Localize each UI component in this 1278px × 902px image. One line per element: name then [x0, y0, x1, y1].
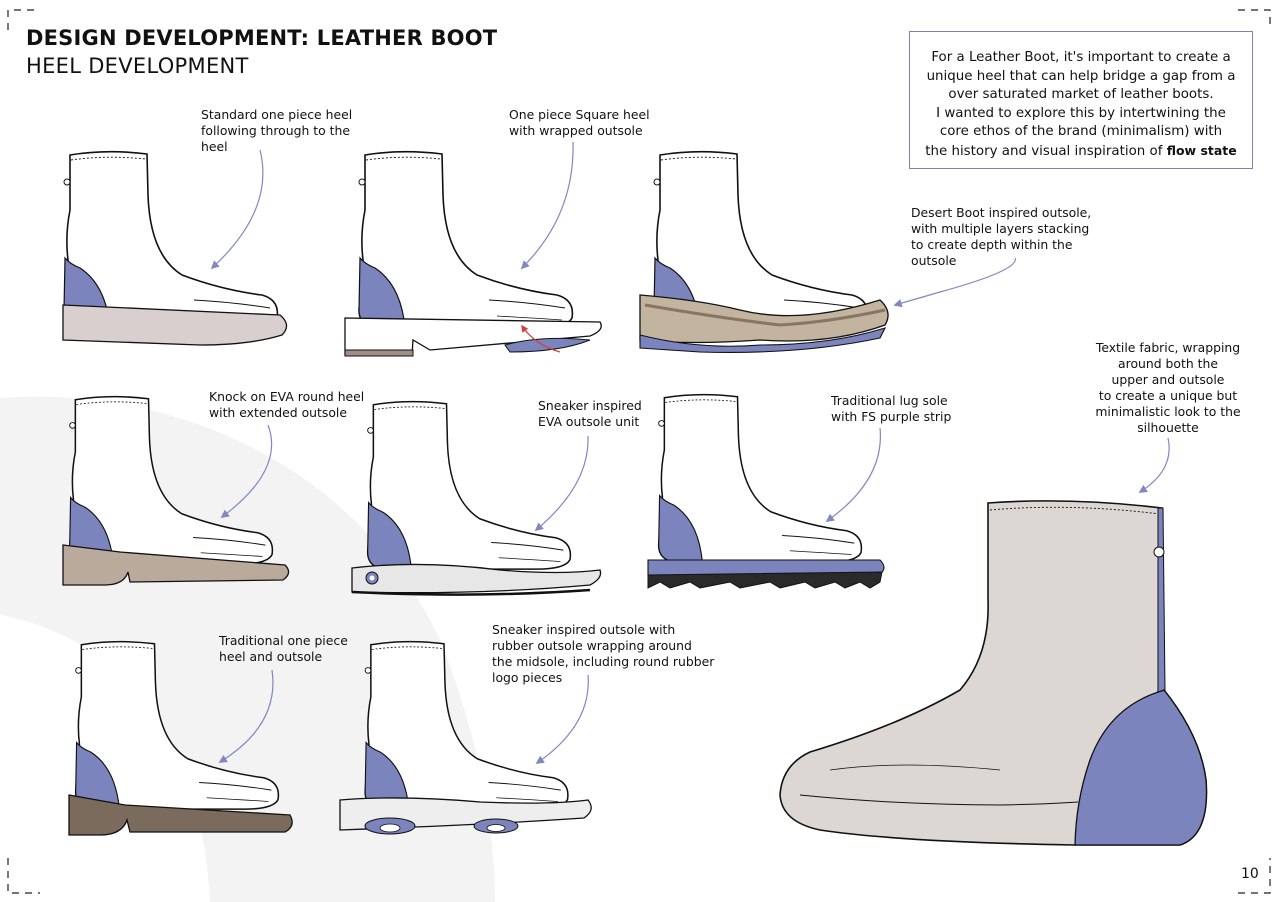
annotation-square-heel: One piece Square heel with wrapped outso… — [509, 107, 650, 139]
annotation-line: One piece Square heel — [509, 107, 650, 122]
annotation-line: logo pieces — [492, 670, 563, 685]
arrow-lug-sole — [825, 427, 881, 522]
arrow-sneaker-rubber — [535, 674, 589, 764]
annotation-line: with wrapped outsole — [509, 123, 643, 138]
annotation-line: Desert Boot inspired outsole, — [911, 205, 1092, 220]
annotation-line: Knock on EVA round heel — [209, 389, 365, 404]
annotation-line: to create depth within the — [911, 237, 1073, 252]
annotation-line: to create a unique but — [1098, 388, 1238, 403]
page-title: DESIGN DEVELOPMENT: LEATHER BOOT — [26, 26, 498, 50]
boot-standard-heel — [62, 150, 288, 346]
boot-sneaker-rubber — [339, 640, 592, 835]
annotation-desert-boot: Desert Boot inspired outsole, with multi… — [911, 205, 1091, 269]
annotation-line: Traditional one piece — [219, 633, 348, 648]
annotation-line: with extended outsole — [209, 405, 347, 420]
annotation-line: Traditional lug sole — [831, 393, 948, 408]
annotation-traditional-heel: Traditional one piece heel and outsole — [219, 633, 348, 665]
arrow-desert-boot — [893, 257, 1016, 308]
annotation-sneaker-eva: Sneaker inspired EVA outsole unit — [538, 398, 642, 430]
annotation-line: Standard one piece heel — [201, 107, 353, 122]
annotation-line: following through to the — [201, 123, 350, 138]
annotation-line: EVA outsole unit — [538, 414, 640, 429]
info-line: the history and visual inspiration of fl… — [918, 142, 1244, 162]
boot-textile-large — [779, 500, 1208, 846]
arrow-square-heel — [520, 141, 574, 270]
annotation-line: with FS purple strip — [831, 409, 952, 424]
boot-square-heel — [344, 150, 602, 357]
boot-knock-on-eva — [62, 395, 290, 586]
annotation-knock-on-eva: Knock on EVA round heel with extended ou… — [209, 389, 364, 421]
arrow-traditional-heel — [218, 669, 274, 763]
brand-name: flow state — [1166, 142, 1237, 158]
info-line: I wanted to explore this by intertwining… — [936, 105, 1226, 121]
annotation-line: with multiple layers stacking — [911, 221, 1090, 236]
annotation-line: rubber outsole wrapping around — [492, 638, 692, 653]
boot-traditional-heel — [68, 640, 293, 836]
annotation-lug-sole: Traditional lug sole with FS purple stri… — [831, 393, 951, 425]
page-subtitle: HEEL DEVELOPMENT — [26, 54, 249, 78]
annotation-line: Sneaker inspired — [538, 398, 642, 413]
annotation-line: heel and outsole — [219, 649, 323, 664]
annotation-textile-fabric: Textile fabric, wrapping around both the… — [1094, 340, 1242, 436]
info-line-text: the history and visual inspiration of — [925, 143, 1163, 159]
info-line: unique heel that can help bridge a gap f… — [926, 68, 1236, 84]
annotation-line: heel — [201, 139, 228, 154]
info-line: For a Leather Boot, it's important to cr… — [931, 50, 1231, 65]
page-number: 10 — [1241, 866, 1259, 882]
arrow-textile-fabric — [1138, 437, 1170, 493]
arrow-standard-heel — [210, 149, 264, 270]
info-box: For a Leather Boot, it's important to cr… — [909, 31, 1253, 169]
boot-sneaker-eva — [351, 400, 602, 596]
boot-lug-sole — [647, 393, 885, 589]
annotation-line: minimalistic look to the — [1095, 404, 1241, 419]
arrow-sneaker-eva — [534, 435, 589, 532]
boot-desert-outsole — [639, 150, 889, 353]
annotation-line: the midsole, including round rubber — [492, 654, 715, 669]
info-line: over saturated market of leather boots. — [948, 87, 1214, 102]
annotation-line: Sneaker inspired outsole with — [492, 622, 676, 637]
annotation-line: Textile fabric, wrapping — [1095, 340, 1241, 355]
arrow-knock-on-eva — [220, 424, 273, 519]
info-line: core ethos of the brand (minimalism) wit… — [939, 124, 1223, 139]
annotation-standard-heel: Standard one piece heel following throug… — [201, 107, 352, 155]
annotation-line: around both the — [1118, 356, 1218, 371]
annotation-line: outsole — [911, 253, 957, 268]
annotation-line: silhouette — [1137, 420, 1199, 435]
annotation-line: upper and outsole — [1111, 372, 1225, 387]
annotation-sneaker-rubber: Sneaker inspired outsole with rubber out… — [492, 622, 714, 686]
